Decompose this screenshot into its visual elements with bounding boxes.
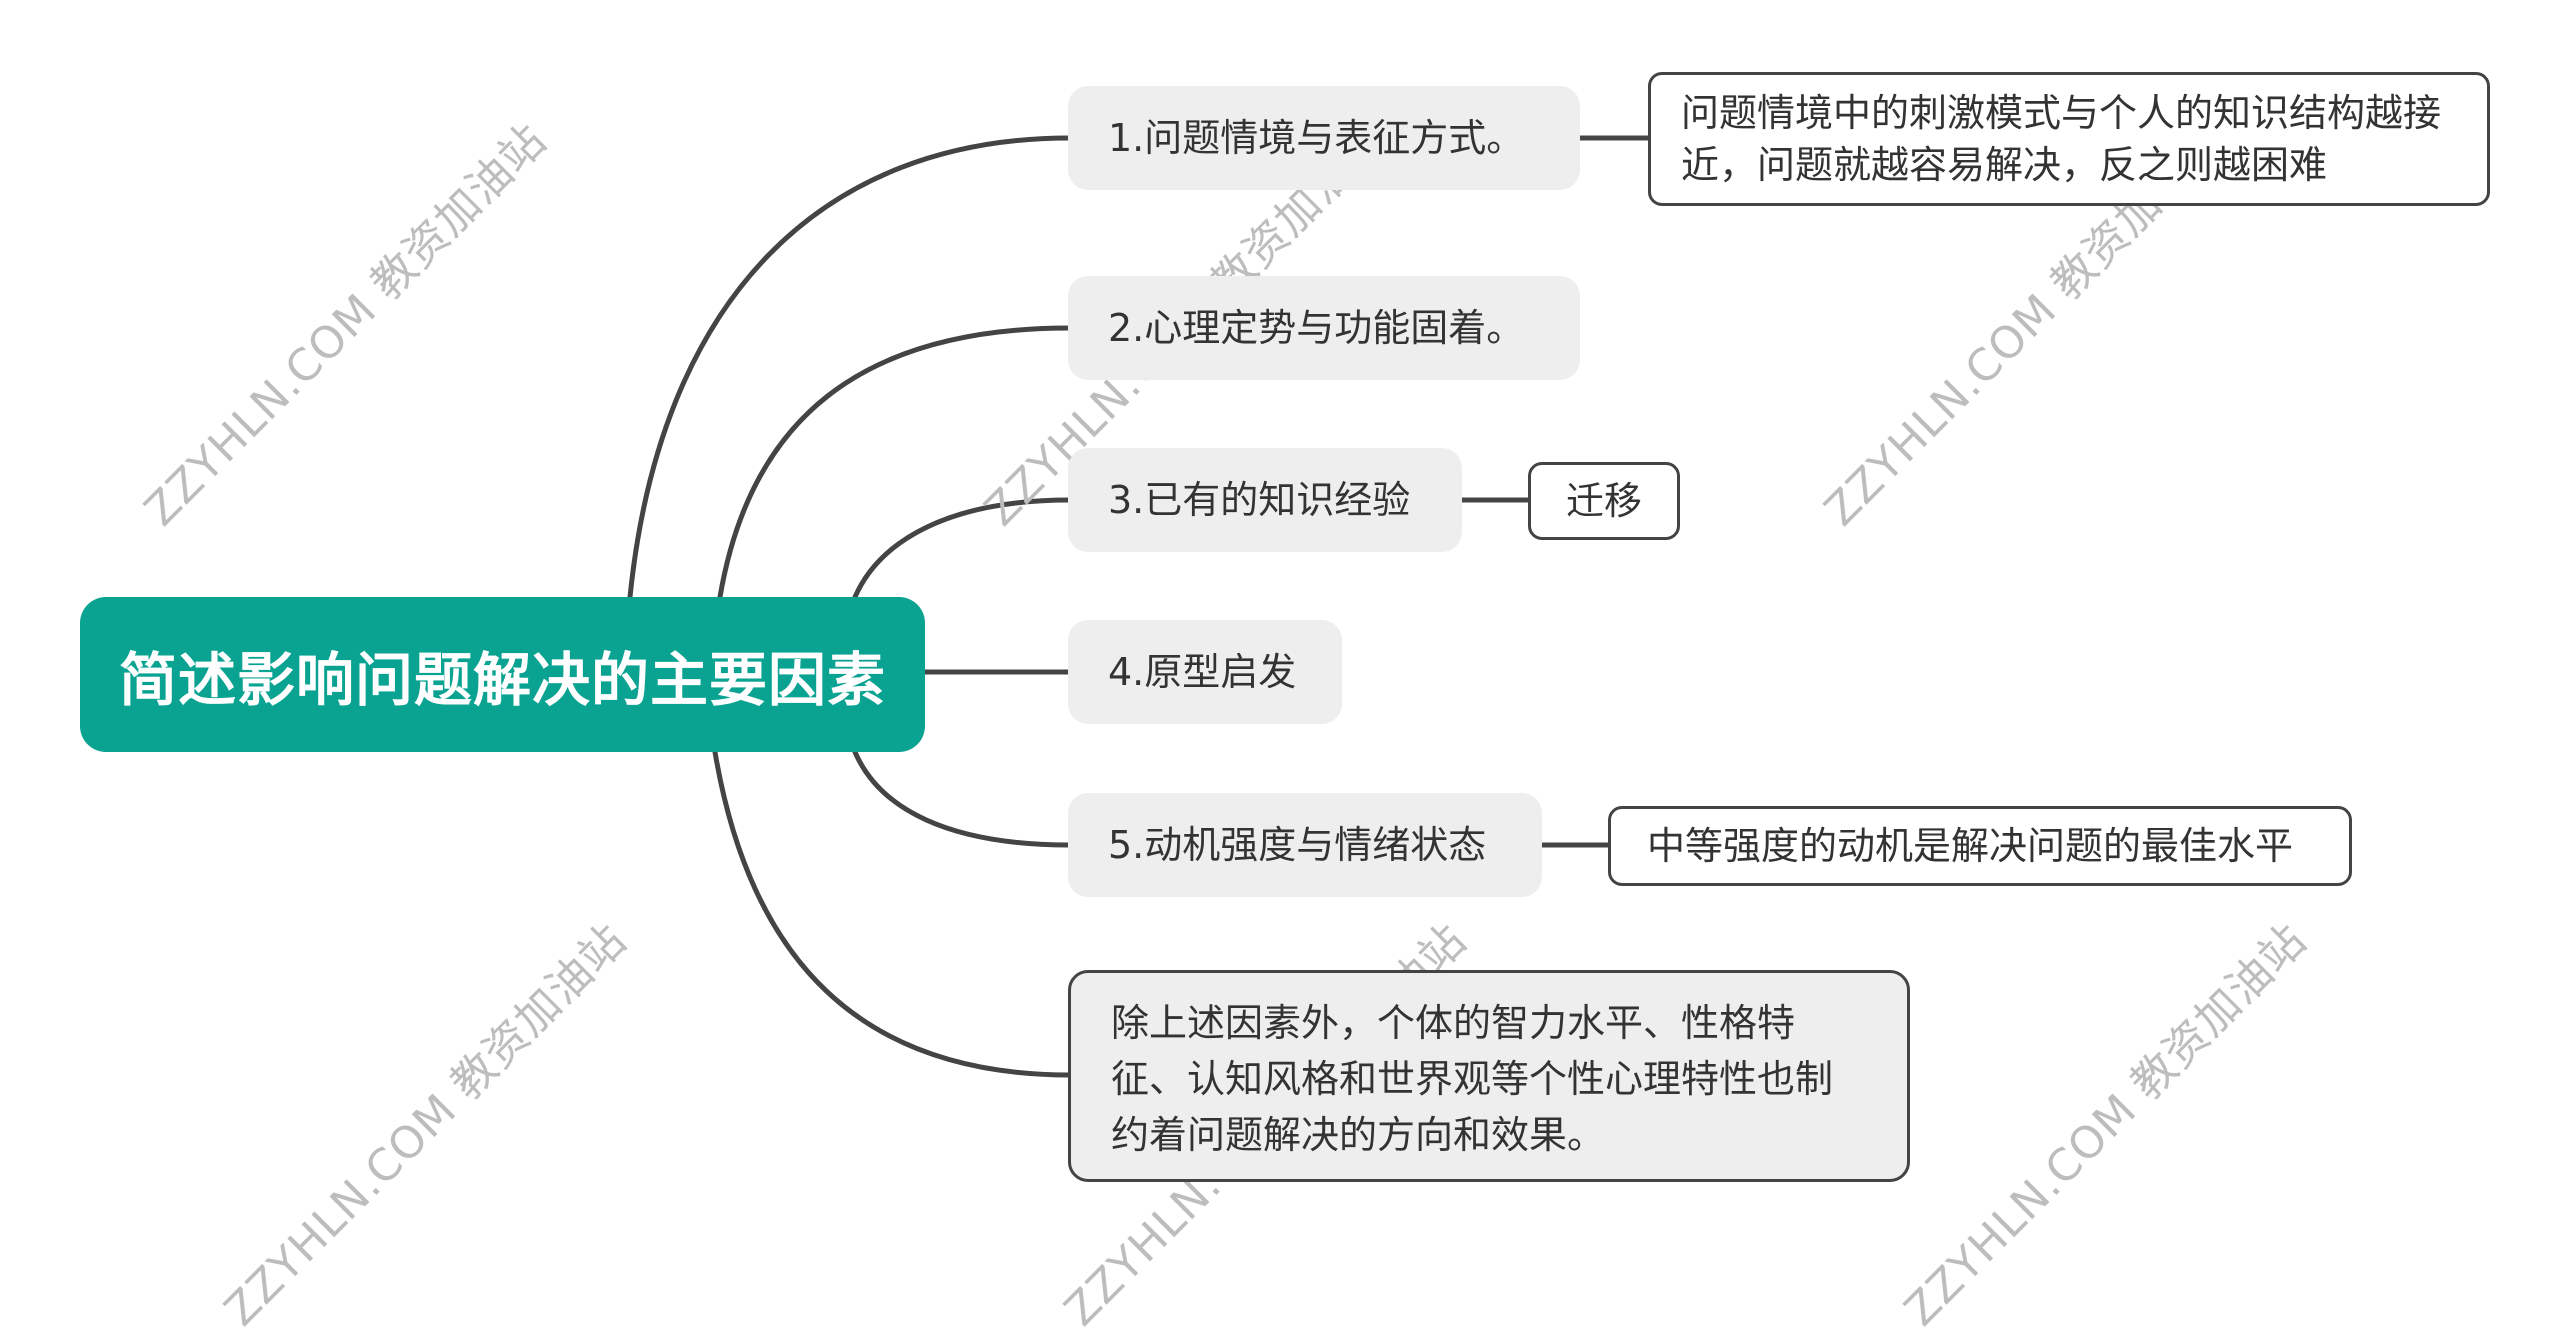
branch-topic-5[interactable]: 5.动机强度与情绪状态 — [1068, 793, 1542, 897]
branch-label: 除上述因素外，个体的智力水平、性格特征、认知风格和世界观等个性心理特性也制约着问… — [1111, 1001, 1834, 1157]
connector-branch-6 — [712, 749, 1073, 1078]
branch-topic-2[interactable]: 2.心理定势与功能固着。 — [1068, 276, 1580, 380]
branch-label: 2.心理定势与功能固着。 — [1108, 306, 1525, 350]
connector-branch-5 — [852, 749, 1073, 848]
note-branch-3[interactable]: 迁移 — [1528, 462, 1680, 540]
branch-topic-1[interactable]: 1.问题情境与表征方式。 — [1068, 86, 1580, 190]
branch-topic-3[interactable]: 3.已有的知识经验 — [1068, 448, 1462, 552]
branch-label: 4.原型启发 — [1108, 650, 1297, 694]
branch-topic-6[interactable]: 除上述因素外，个体的智力水平、性格特征、认知风格和世界观等个性心理特性也制约着问… — [1068, 970, 1910, 1182]
branch-label: 5.动机强度与情绪状态 — [1108, 823, 1487, 867]
note-text: 问题情境中的刺激模式与个人的知识结构越接近，问题就越容易解决，反之则越困难 — [1681, 91, 2442, 187]
note-text: 迁移 — [1565, 479, 1642, 523]
branch-topic-4[interactable]: 4.原型启发 — [1068, 620, 1342, 724]
root-topic[interactable]: 简述影响问题解决的主要因素 — [80, 597, 925, 752]
note-branch-5[interactable]: 中等强度的动机是解决问题的最佳水平 — [1608, 806, 2352, 886]
mind-map: ZZYHLN.COM 教资加油站 ZZYHLN.COM 教资加油站 ZZYHLN… — [80, 72, 2490, 1336]
branch-label: 3.已有的知识经验 — [1108, 478, 1411, 522]
connector-branch-2 — [717, 325, 1073, 600]
note-text: 中等强度的动机是解决问题的最佳水平 — [1647, 824, 2294, 868]
root-topic-title: 简述影响问题解决的主要因素 — [118, 645, 886, 714]
branch-label: 1.问题情境与表征方式。 — [1108, 116, 1525, 160]
connector-branch-3 — [852, 497, 1073, 600]
note-branch-1[interactable]: 问题情境中的刺激模式与个人的知识结构越接近，问题就越容易解决，反之则越困难 — [1648, 72, 2490, 206]
connector-branch-1 — [627, 135, 1073, 600]
connector-lines — [627, 135, 1653, 1078]
